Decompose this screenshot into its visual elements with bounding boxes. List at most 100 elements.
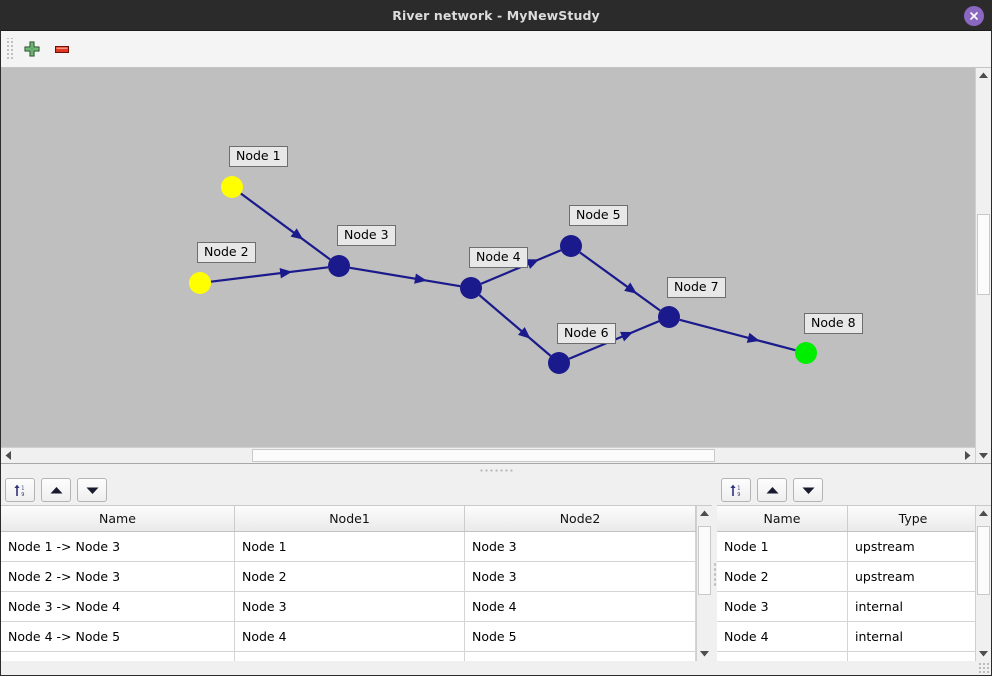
table-row-empty[interactable] [1, 652, 696, 661]
network-edge[interactable] [478, 294, 552, 357]
table-cell[interactable]: Node 3 [717, 592, 848, 621]
table-row-empty[interactable] [717, 652, 975, 661]
network-edge[interactable] [349, 266, 461, 288]
graph-horizontal-scrollbar[interactable] [1, 447, 975, 463]
close-button[interactable] [964, 5, 984, 26]
table-cell[interactable]: internal [848, 592, 975, 621]
network-node[interactable] [460, 277, 482, 299]
branch-scroll-down-button[interactable] [697, 646, 712, 661]
table-cell[interactable]: Node 4 -> Node 5 [1, 622, 235, 651]
network-edge[interactable] [579, 251, 661, 312]
column-header[interactable]: Type [848, 506, 975, 531]
graph-scroll-left-button[interactable] [1, 448, 16, 463]
graph-scroll-down-button[interactable] [976, 448, 991, 463]
table-cell[interactable]: Node 1 -> Node 3 [1, 532, 235, 561]
horizontal-splitter[interactable] [1, 463, 991, 475]
network-node[interactable] [221, 176, 243, 198]
table-cell[interactable]: upstream [848, 562, 975, 591]
resize-corner-grip[interactable] [978, 662, 989, 673]
node-scroll-down-button[interactable] [976, 646, 991, 661]
graph-vertical-scrollbar[interactable] [975, 68, 991, 463]
node-label[interactable]: Node 3 [337, 225, 396, 246]
column-header[interactable]: Node1 [235, 506, 465, 531]
graph-vscroll-thumb[interactable] [977, 214, 990, 295]
node-label[interactable]: Node 7 [667, 277, 726, 298]
node-label[interactable]: Node 5 [569, 205, 628, 226]
table-cell[interactable] [465, 652, 696, 661]
column-header[interactable]: Name [1, 506, 235, 531]
branch-move-down-button[interactable] [77, 478, 107, 502]
branch-table-vertical-scrollbar[interactable] [696, 506, 712, 661]
network-node[interactable] [548, 352, 570, 374]
table-cell[interactable] [235, 652, 465, 661]
table-cell[interactable]: internal [848, 622, 975, 651]
table-cell[interactable]: Node 3 [465, 532, 696, 561]
table-cell[interactable]: Node 3 [465, 562, 696, 591]
graph-hscroll-thumb[interactable] [252, 449, 715, 462]
branch-move-up-button[interactable] [41, 478, 71, 502]
graph-vscroll-track[interactable] [976, 83, 991, 448]
branch-sort-button[interactable]: 1 9 [5, 478, 35, 502]
node-label[interactable]: Node 2 [197, 242, 256, 263]
node-sort-button[interactable]: 1 9 [721, 478, 751, 502]
branch-scroll-up-button[interactable] [697, 506, 712, 521]
table-cell[interactable] [848, 652, 975, 661]
table-cell[interactable] [717, 652, 848, 661]
add-node-button[interactable] [17, 34, 47, 64]
vertical-splitter[interactable] [712, 475, 717, 675]
network-node[interactable] [658, 306, 680, 328]
network-node[interactable] [189, 272, 211, 294]
graph-scroll-right-button[interactable] [960, 448, 975, 463]
table-cell[interactable] [1, 652, 235, 661]
node-label[interactable]: Node 1 [229, 146, 288, 167]
node-label[interactable]: Node 8 [804, 313, 863, 334]
table-cell[interactable]: Node 2 [717, 562, 848, 591]
table-cell[interactable]: Node 1 [717, 532, 848, 561]
table-cell[interactable]: upstream [848, 532, 975, 561]
table-cell[interactable]: Node 1 [235, 532, 465, 561]
column-header[interactable]: Name [717, 506, 848, 531]
network-edge[interactable] [210, 266, 329, 283]
graph-scroll-up-button[interactable] [976, 68, 991, 83]
remove-node-button[interactable] [47, 34, 77, 64]
table-cell[interactable]: Node 4 [465, 592, 696, 621]
network-node[interactable] [560, 235, 582, 257]
table-cell[interactable]: Node 4 [235, 622, 465, 651]
network-node[interactable] [795, 342, 817, 364]
node-scroll-up-button[interactable] [976, 506, 991, 521]
network-edge[interactable] [240, 192, 331, 261]
network-edge[interactable] [679, 318, 796, 352]
node-label[interactable]: Node 4 [469, 247, 528, 268]
table-cell[interactable]: Node 3 [235, 592, 465, 621]
table-cell[interactable]: Node 4 [717, 622, 848, 651]
node-vscroll-thumb[interactable] [977, 526, 990, 595]
node-vscroll-track[interactable] [976, 521, 991, 646]
table-cell[interactable]: Node 2 -> Node 3 [1, 562, 235, 591]
column-header[interactable]: Node2 [465, 506, 696, 531]
table-cell[interactable]: Node 2 [235, 562, 465, 591]
river-network-canvas[interactable]: Node 1 Node 2 Node 3 Node 4 Node 5 Node 6 Node… [1, 68, 975, 447]
node-move-down-button[interactable] [793, 478, 823, 502]
toolbar-drag-handle[interactable] [5, 38, 13, 60]
network-node[interactable] [328, 255, 350, 277]
branch-vscroll-thumb[interactable] [698, 526, 711, 595]
node-table-vertical-scrollbar[interactable] [975, 506, 991, 661]
graph-hscroll-track[interactable] [16, 448, 960, 463]
table-cell[interactable]: Node 5 [465, 622, 696, 651]
table-cell[interactable]: Node 3 -> Node 4 [1, 592, 235, 621]
branch-vscroll-track[interactable] [697, 521, 712, 646]
node-move-up-button[interactable] [757, 478, 787, 502]
node-label[interactable]: Node 6 [557, 323, 616, 344]
